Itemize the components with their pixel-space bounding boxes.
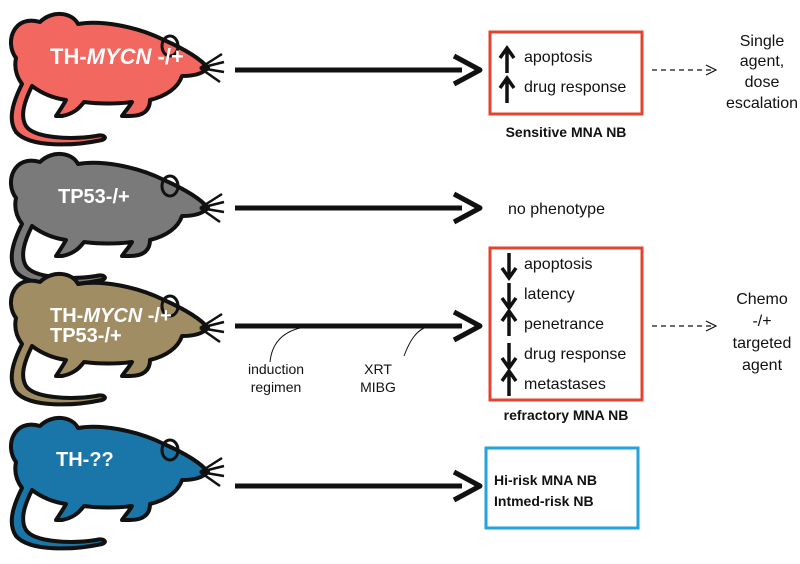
up-arrow-icon (498, 74, 516, 103)
outcome-row1: Single agent, dose escalation (726, 33, 798, 112)
box3-item-latency: latency (524, 286, 575, 303)
down-arrow-icon (500, 343, 518, 372)
outcome-line: -/+ (752, 313, 771, 330)
box1-items: apoptosis drug response (498, 44, 626, 103)
mouse-label-th-mycn: TH-MYCN -/+ (50, 44, 184, 69)
annotation-regimen: regimen (251, 379, 302, 395)
outcome-line: agent, (740, 53, 784, 70)
sensitive-box (488, 30, 644, 116)
mouse-tp53-icon (9, 152, 225, 287)
outcome-line: Single (740, 33, 785, 50)
row-th-mycn: TH-MYCN -/+ apoptosis drug response Sens… (9, 12, 798, 147)
dashed-arrow-head-icon (705, 320, 718, 332)
box4-line-hi-risk: Hi-risk MNA NB (494, 472, 597, 488)
dashed-arrow-head-icon (705, 64, 718, 76)
mouse-label-th-mycn-combo: TH-MYCN -/+ (50, 305, 172, 327)
box1-caption: Sensitive MNA NB (506, 124, 627, 140)
box3-item-drug-response: drug response (524, 346, 626, 363)
mouse-th-mycn-icon (9, 12, 225, 147)
arrow-head-icon (452, 469, 483, 503)
row-th-mycn-tp53: TH-MYCN -/+ TP53-/+ induction regimen XR… (9, 246, 792, 423)
box1-item-drug-response: drug response (524, 79, 626, 96)
outcome-row3: Chemo -/+ targeted agent (733, 291, 792, 374)
annotation-mibg: MIBG (360, 379, 396, 395)
mouse-th-unknown-icon (9, 416, 225, 551)
box3-items: apoptosis latency penetrance drug respon… (500, 253, 626, 396)
up-arrow-icon (500, 367, 518, 396)
box4-line-intmed-risk: Intmed-risk NB (494, 493, 594, 509)
hi-risk-box (484, 446, 640, 530)
outcome-line: Chemo (736, 291, 788, 308)
mouse-combo-icon (9, 272, 225, 407)
box3-item-apoptosis: apoptosis (524, 256, 593, 273)
annotation-induction: induction (248, 361, 304, 377)
outcome-line: escalation (726, 95, 798, 112)
row-th-unknown: TH-?? Hi-risk MNA NB Intmed-risk NB (9, 416, 640, 551)
annotation-line (269, 327, 301, 363)
arrow-head-icon (452, 309, 483, 343)
arrow-head-icon (452, 53, 483, 87)
up-arrow-icon (500, 307, 518, 336)
refractory-box (488, 246, 644, 402)
no-phenotype-text: no phenotype (508, 201, 605, 218)
mouse-label-th-unknown: TH-?? (56, 449, 114, 471)
up-arrow-icon (498, 44, 516, 73)
mouse-label-tp53-combo: TP53-/+ (50, 325, 122, 347)
annotation-xrt: XRT (364, 361, 392, 377)
outcome-line: dose (745, 74, 780, 91)
box3-item-penetrance: penetrance (524, 316, 604, 333)
box3-caption: refractory MNA NB (504, 407, 629, 423)
mouse-label-tp53: TP53-/+ (58, 186, 130, 208)
outcome-line: targeted (733, 335, 792, 352)
box3-item-metastases: metastases (524, 376, 606, 393)
down-arrow-icon (500, 283, 518, 312)
box1-item-apoptosis: apoptosis (524, 49, 593, 66)
arrow-head-icon (452, 191, 483, 225)
annotation-line (403, 327, 425, 357)
down-arrow-icon (500, 253, 518, 282)
outcome-line: agent (742, 357, 783, 374)
row-tp53: TP53-/+ no phenotype (9, 152, 605, 287)
